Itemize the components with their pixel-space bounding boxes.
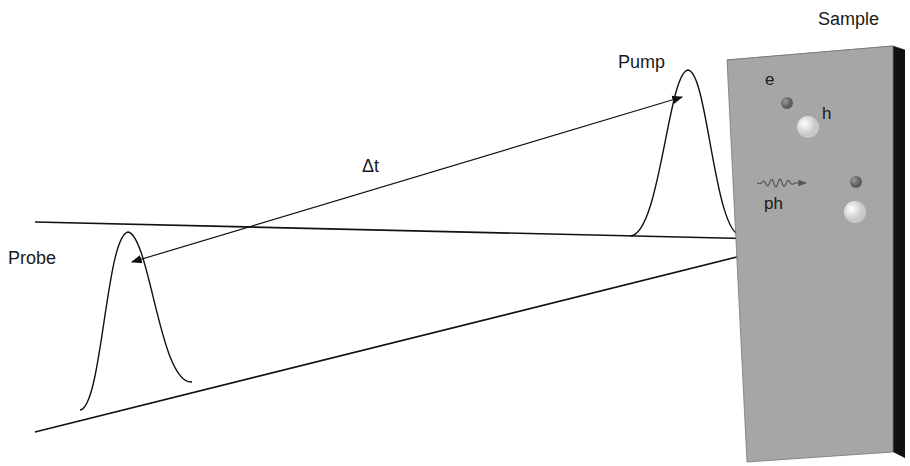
electron-sphere (781, 97, 793, 109)
beam-edge (35, 240, 805, 432)
delay-arrow (132, 97, 682, 262)
hole-sphere (797, 116, 819, 138)
probe-label: Probe (8, 248, 56, 269)
delay-label: Δt (362, 156, 379, 177)
hole-sphere (844, 201, 866, 223)
beam-edge (35, 222, 805, 240)
pump-label: Pump (618, 52, 665, 73)
phonon-wave (757, 179, 806, 187)
electron-sphere (850, 176, 862, 188)
node-title: Sample (818, 9, 879, 30)
slab-side (893, 46, 905, 458)
pump-pulse (630, 70, 742, 236)
slab-front (727, 46, 893, 462)
sample-slab: Sample (720, 0, 910, 466)
probe-pulse (80, 232, 192, 410)
sample-outline (720, 0, 910, 466)
